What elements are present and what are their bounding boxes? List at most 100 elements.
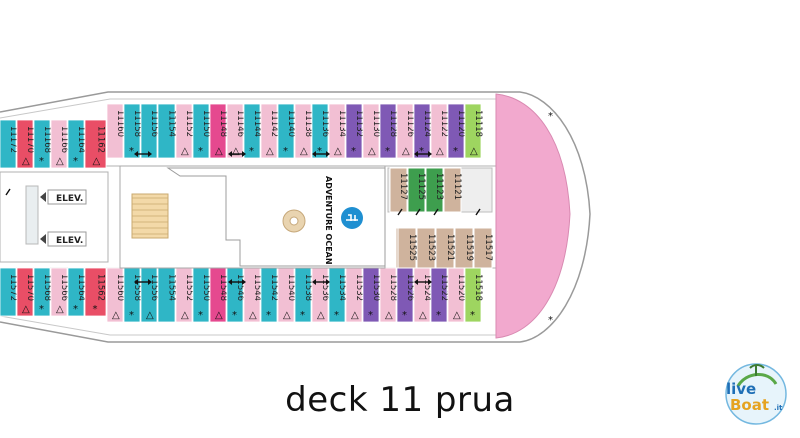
cabin-11546[interactable]: 11546* — [226, 267, 245, 323]
staircase-steps — [132, 197, 168, 235]
cabin-11522[interactable]: 11522* — [430, 267, 449, 323]
cabin-11525[interactable]: 11525 — [397, 227, 417, 269]
cabin-fill — [454, 227, 474, 269]
sofa-bed-mark-icon: △ — [470, 146, 478, 157]
cabin-11136[interactable]: 11136* — [311, 103, 330, 159]
cabin-11568[interactable]: 11568* — [33, 267, 52, 317]
cabin-fill — [435, 227, 455, 269]
cabin-11166[interactable]: 11166△ — [50, 119, 69, 169]
cabin-11146[interactable]: 11146△ — [226, 103, 245, 159]
cabin-11540[interactable]: 11540△ — [277, 267, 296, 323]
cabin-11120[interactable]: 11120* — [447, 103, 466, 159]
cabin-11519[interactable]: 11519 — [454, 227, 474, 269]
cabin-11122[interactable]: 11122△ — [430, 103, 449, 159]
cabin-11172[interactable]: 11172 — [0, 119, 18, 169]
cabin-11528[interactable]: 11528△ — [379, 267, 398, 323]
cabin-11552[interactable]: 11552△ — [175, 267, 194, 323]
cabin-11534[interactable]: 11534* — [328, 267, 347, 323]
cabin-11518[interactable]: 11518* — [464, 267, 483, 323]
cabin-11140[interactable]: 11140* — [277, 103, 296, 159]
cabin-cell — [106, 267, 124, 323]
cabin-fill — [277, 103, 295, 159]
cabin-number: 11554 — [167, 274, 177, 301]
cabin-11152[interactable]: 11152△ — [175, 103, 194, 159]
cabin-11544[interactable]: 11544△ — [243, 267, 262, 323]
cabin-11542[interactable]: 11542* — [260, 267, 279, 323]
cabin-11550[interactable]: 11550 * — [192, 267, 211, 323]
cabin-number: 11521 — [445, 234, 455, 261]
cabin-11164[interactable]: 11164* — [67, 119, 86, 169]
cabin-11154[interactable]: 11154 — [157, 103, 177, 159]
cabin-number: 11568 — [42, 274, 52, 301]
cabin-11554[interactable]: 11554 — [157, 267, 177, 323]
cabin-11517[interactable]: 11517 — [473, 227, 493, 269]
cabin-11162[interactable]: 11162△ — [84, 119, 107, 169]
cabin-11134[interactable]: 11134△ — [328, 103, 347, 159]
cabin-11132[interactable]: 11132* — [345, 103, 364, 159]
cabin-11532[interactable]: 11532△ — [345, 267, 364, 323]
cabin-11118[interactable]: 11118△ — [464, 103, 483, 159]
cabin-number: 11122 — [439, 110, 449, 137]
cabin-11168[interactable]: 11168* — [33, 119, 52, 169]
cabin-11524[interactable]: 11524△ — [413, 267, 432, 323]
cabin-11548[interactable]: 11548△ — [209, 267, 228, 323]
cabin-11156[interactable]: 11156 — [140, 103, 159, 159]
cabin-fill — [389, 167, 408, 213]
cabin-11126[interactable]: 11126△ — [396, 103, 415, 159]
passage-arrows — [5, 151, 481, 285]
cabin-number: 11550 — [201, 274, 211, 301]
cabin-cell — [106, 103, 124, 159]
cabin-number: 11126 — [405, 110, 415, 137]
cabin-11123[interactable]: 11123 — [425, 167, 444, 213]
cabin-11530[interactable]: 11530* — [362, 267, 381, 323]
cabin-number: 11162 — [96, 126, 106, 153]
cabin-11142[interactable]: 11142△ — [260, 103, 279, 159]
accessible-mark-icon: * — [232, 310, 237, 321]
cabin-11150[interactable]: 11150* — [192, 103, 211, 159]
cabin-11138[interactable]: 11138△ — [294, 103, 313, 159]
cabin-11560[interactable]: 11560△ — [106, 267, 125, 323]
cabin-cell — [50, 119, 68, 169]
cabin-11130[interactable]: 11130△ — [362, 103, 381, 159]
cabin-11558[interactable]: 11558* — [123, 267, 142, 323]
cabin-11536[interactable]: 11536△ — [311, 267, 330, 323]
cabin-11144[interactable]: 11144* — [243, 103, 262, 159]
cabin-11148[interactable]: 11148△ — [209, 103, 228, 159]
cabin-fill — [209, 103, 227, 159]
logo-text-boat: Boat — [730, 396, 769, 414]
cabin-number: 11168 — [42, 126, 52, 153]
cabin-11566[interactable]: 11566△ — [50, 267, 69, 317]
adventure-ocean-area: ADVENTURE OCEAN — [119, 165, 386, 269]
cabin-11564[interactable]: 11564* — [67, 267, 86, 317]
cabin-11570[interactable]: 11570△ — [16, 267, 35, 317]
cabin-number: 11558 — [132, 274, 142, 301]
sofa-bed-mark-icon: △ — [56, 156, 64, 167]
cabin-11572[interactable]: 11572 — [0, 267, 18, 317]
cabin-11562[interactable]: 11562* — [84, 267, 107, 317]
cabin-11128[interactable]: 11128* — [379, 103, 398, 159]
cabin-11523[interactable]: 11523 — [416, 227, 436, 269]
hull-outline — [0, 91, 591, 343]
cabin-11127[interactable]: 11127 — [389, 167, 408, 213]
cabin-11538[interactable]: 11538* — [294, 267, 313, 323]
sofa-bed-mark-icon: △ — [181, 146, 189, 157]
cabin-11170[interactable]: 11170△ — [16, 119, 35, 169]
passage-arrow-icon — [134, 279, 152, 285]
cabin-11124[interactable]: 11124* — [413, 103, 432, 159]
cabin-11121[interactable]: 11121 — [443, 167, 462, 213]
cabin-11158[interactable]: 11158* — [123, 103, 142, 159]
cabin-11160[interactable]: 11160 — [106, 103, 125, 159]
cabin-fill — [33, 267, 51, 317]
accessible-mark-icon: * — [402, 310, 407, 321]
cabin-11521[interactable]: 11521 — [435, 227, 455, 269]
cabin-number: 11158 — [132, 110, 142, 137]
cabin-11125[interactable]: 11125 — [407, 167, 426, 213]
cabin-11556[interactable]: 11556△ — [140, 267, 159, 323]
cabin-number: 11564 — [76, 274, 86, 301]
cabin-cell — [362, 103, 380, 159]
cabin-11526[interactable]: 11526* — [396, 267, 415, 323]
cabin-11520[interactable]: 11520△ — [447, 267, 466, 323]
accessible-mark-icon: * — [198, 310, 203, 321]
